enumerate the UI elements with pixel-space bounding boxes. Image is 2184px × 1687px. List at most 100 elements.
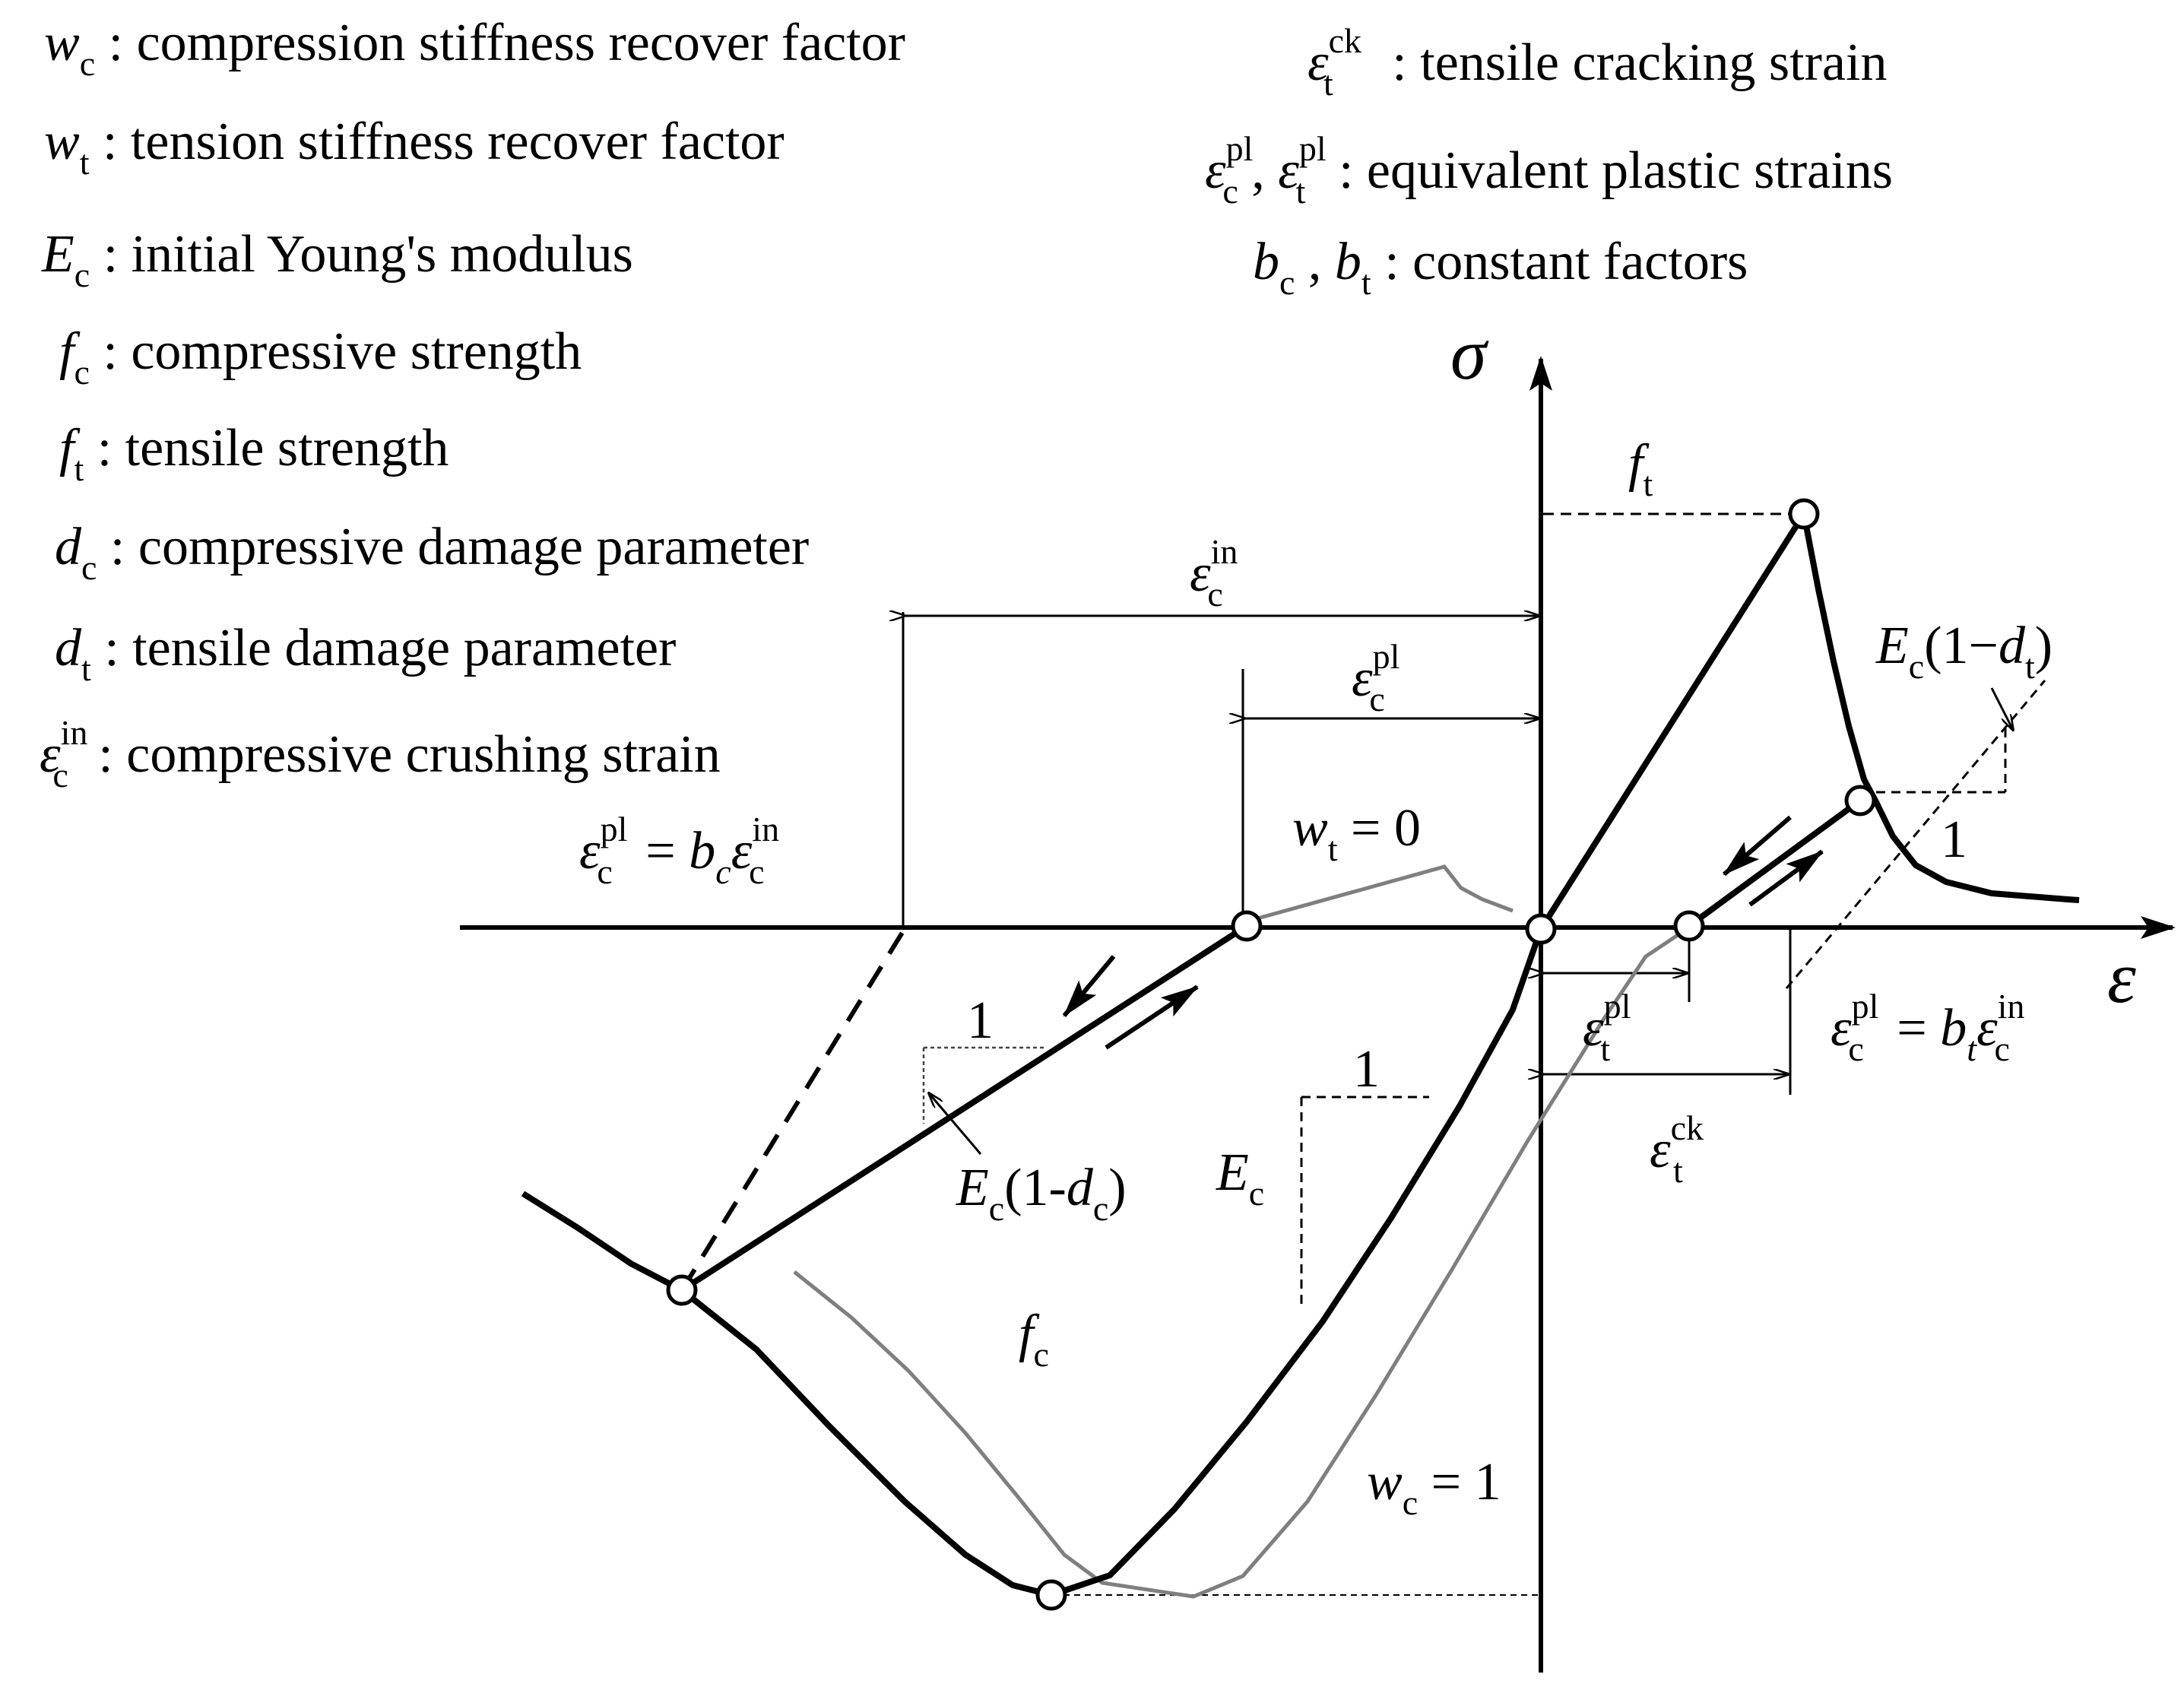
legend-b-symbol-c: b [1253, 233, 1279, 291]
legend-wt-symbol: w [44, 113, 80, 171]
legend-dc-symbol: d [55, 518, 81, 576]
Ec-dc-d-sub: c [1092, 1189, 1109, 1228]
unload-extension-dashed [680, 930, 905, 1292]
legend-wc-sub: c [79, 44, 96, 83]
legend-epl-sup-t: pl [1298, 129, 1327, 168]
ec-in-sup: in [1210, 532, 1238, 571]
point-tension-unload-start [1844, 785, 1876, 817]
legend-eck-symbol: ε [1308, 33, 1329, 92]
legend-epl: εplc , εplt : equivalent plastic strains [1205, 132, 1893, 209]
wt-zero-text: = 0 [1337, 799, 1421, 858]
tension-reload-arrow [1748, 849, 1824, 907]
legend-b-sub-c: c [1279, 263, 1295, 302]
tension-loading-line [1538, 512, 1807, 931]
point-origin [1525, 913, 1557, 945]
wt-zero-sub: t [1327, 829, 1338, 868]
ecpl-bt-rhs-sub: c [1994, 1029, 2010, 1068]
Ec-dt-sub: c [1908, 647, 1925, 686]
legend-b-text: : constant factors [1371, 233, 1748, 291]
ecpl-bc-lhs-sup: pl [600, 810, 628, 848]
ecpl-bt-lhs-symbol: ε [1831, 999, 1852, 1058]
ecpl-bc-equation: εplc = bcεinc [579, 812, 779, 889]
slope-one-tension: 1 [1941, 810, 1967, 869]
wc-one-label: wc = 1 [1367, 1453, 1501, 1521]
wc-one-symbol: w [1367, 1453, 1403, 1511]
ft-label-symbol: f [1628, 434, 1644, 493]
legend-fc-text: : compressive strength [89, 322, 582, 381]
legend-dc-text: : compressive damage parameter [97, 518, 810, 576]
legend-eck-text: : tensile cracking strain [1378, 33, 1888, 92]
legend-dc: dc : compressive damage parameter [55, 518, 810, 585]
Ec-dc-post: ) [1108, 1159, 1127, 1217]
legend-eck: εck t : tensile cracking strain [1308, 24, 1888, 101]
wc-one-text: = 1 [1418, 1453, 1501, 1511]
legend-ein-sup: in [60, 713, 88, 752]
ecpl-bt-eq: = [1883, 999, 1941, 1058]
legend-Ec: Ec : initial Young's modulus [42, 225, 633, 293]
ft-label: ft [1628, 434, 1653, 502]
wc-one-sub: c [1402, 1483, 1418, 1522]
ec-pl-dimension-label: εpl c [1352, 639, 1399, 717]
legend-wc-symbol: w [44, 14, 80, 72]
legend-b: bc , bt : constant factors [1253, 233, 1748, 300]
ecpl-bc-rhs-symbol: ε [731, 822, 753, 880]
legend-wt: wt : tension stiffness recover factor [44, 113, 785, 180]
legend-dt-symbol: d [55, 619, 81, 677]
legend-ft-symbol: f [59, 419, 74, 477]
ec-pl-sub: c [1369, 680, 1385, 718]
point-peak-compression [1035, 1579, 1067, 1611]
legend-fc-sub: c [74, 353, 90, 392]
Ec-dt-symbol: E [1876, 617, 1909, 675]
ecpl-bc-rhs-sub: c [749, 852, 765, 891]
epsilon-axis-label: ε [2107, 937, 2136, 1018]
legend-epl-symbol-t: ε [1278, 141, 1299, 200]
slope-one-elastic: 1 [1353, 1040, 1380, 1099]
ecpl-bt-rhs-sup: in [1997, 987, 2025, 1026]
legend-b-sub-t: t [1361, 263, 1371, 302]
ecpl-bt-rhs-symbol: ε [1976, 999, 1998, 1058]
legend-b-symbol-t: b [1334, 233, 1361, 291]
legend-Ec-symbol: E [42, 225, 74, 284]
ec-in-symbol: ε [1190, 544, 1211, 603]
Ec-slope-label: Ec [1216, 1143, 1264, 1211]
legend-epl-sub-c: c [1222, 172, 1238, 211]
legend-eck-sub: t [1323, 64, 1333, 103]
wc-one-curve [793, 925, 1691, 1599]
Ec-slope-sub: c [1248, 1174, 1265, 1213]
legend-wt-text: : tension stiffness recover factor [89, 113, 785, 171]
Ec-dc-pre: (1- [1004, 1159, 1067, 1217]
ecpl-bt-lhs-sup: pl [1851, 987, 1879, 1026]
fc-label-sub: c [1033, 1335, 1049, 1374]
ec-pl-symbol: ε [1352, 649, 1373, 708]
point-compression-plastic-strain [1231, 910, 1263, 942]
et-ck-sup: ck [1670, 1108, 1704, 1147]
point-peak-tension [1788, 498, 1820, 530]
legend-epl-text: : equivalent plastic strains [1325, 141, 1893, 200]
sigma-axis-label: σ [1450, 313, 1487, 395]
legend-ft: ft : tensile strength [59, 419, 449, 487]
compression-unload-arrow [1062, 955, 1116, 1017]
legend-ein: εinc : compressive crushing strain [40, 715, 721, 793]
edt-slope-dashed-line [1785, 680, 2046, 989]
legend-wt-sub: t [79, 143, 90, 182]
legend-ein-sub: c [52, 756, 68, 794]
compression-reload-arrow [1105, 985, 1199, 1050]
ecpl-bt-b: b [1940, 999, 1967, 1058]
legend-ft-text: : tensile strength [84, 419, 449, 477]
legend-epl-sup-c: pl [1225, 129, 1254, 168]
ecpl-bc-eq: = [632, 822, 689, 880]
legend-ft-sub: t [74, 449, 84, 488]
tension-softening-curve [1801, 513, 2080, 903]
ec-pl-sup: pl [1372, 637, 1400, 676]
legend-b-separator: , [1295, 233, 1335, 291]
legend-dt: dt : tensile damage parameter [55, 619, 676, 687]
point-compression-unload-start [666, 1274, 698, 1306]
Ec-slope-symbol: E [1216, 1143, 1249, 1202]
et-ck-symbol: ε [1650, 1121, 1671, 1179]
legend-fc-symbol: f [59, 322, 74, 381]
et-pl-sub: t [1600, 1029, 1611, 1068]
legend-eck-sup: ck [1328, 21, 1362, 60]
legend-ein-symbol: ε [40, 725, 61, 784]
tension-unload-arrow [1723, 815, 1792, 877]
